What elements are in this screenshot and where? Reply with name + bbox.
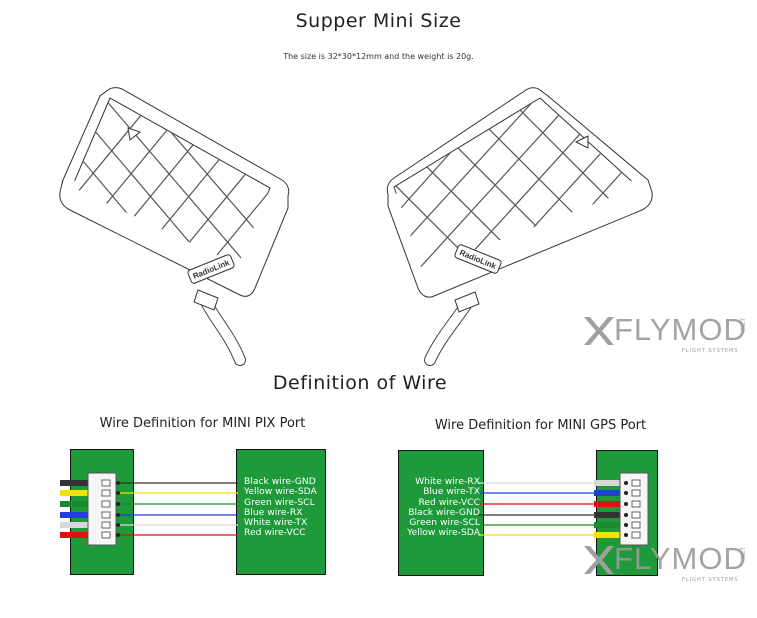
x-logo-icon xyxy=(584,546,614,574)
pix-wire-dot xyxy=(116,502,120,506)
gps-connector-pin xyxy=(631,521,641,529)
pix-wire-label: Yellow wire-SDA xyxy=(244,486,317,498)
watermark-top: FLYMOD FLIGHT SYSTEMS .NET xyxy=(582,312,752,356)
brand-badge-left xyxy=(187,254,235,284)
watermark-tagline: FLIGHT SYSTEMS xyxy=(682,348,739,354)
gps-wire-dot xyxy=(624,513,628,517)
gps-wire-label: Black wire-GND xyxy=(408,506,480,518)
watermark-text: FLYMOD xyxy=(614,541,747,576)
watermark-tagline: FLIGHT SYSTEMS xyxy=(682,577,739,583)
pix-wire-label: Blue wire-RX xyxy=(244,506,303,518)
pix-wire-dot xyxy=(116,513,120,517)
gps-wire-label: Yellow wire-SDA xyxy=(407,527,480,539)
gps-wire-dot xyxy=(624,502,628,506)
gps-wire-label: Blue wire-TX xyxy=(423,486,480,498)
gps-module-illustrations: RadioLink RadioLink xyxy=(59,87,653,366)
watermark-text: FLYMOD xyxy=(614,312,747,347)
gps-connector-pin xyxy=(631,479,641,487)
wire-section-title: Definition of Wire xyxy=(272,372,448,394)
gps-wire-dot xyxy=(624,533,628,537)
pix-port-title: Wire Definition for MINI PIX Port xyxy=(99,416,306,431)
pix-wire-dot xyxy=(116,533,120,537)
gps-connector-pin xyxy=(631,500,641,508)
pix-board-label-side xyxy=(236,449,326,575)
gps-port-title: Wire Definition for MINI GPS Port xyxy=(434,418,647,433)
x-logo-icon xyxy=(584,317,614,345)
gps-connector-pin xyxy=(631,511,641,519)
pix-connector-pin xyxy=(101,531,111,539)
pix-wire-dot xyxy=(116,481,120,485)
pix-connector-pin xyxy=(101,511,111,519)
brand-badge-right xyxy=(454,244,502,274)
pix-connector-pin xyxy=(101,500,111,508)
gps-module-right: RadioLink xyxy=(386,87,653,366)
arrow-icon xyxy=(127,127,142,141)
size-subtitle: The size is 32*30*12mm and the weight is… xyxy=(283,52,474,61)
pix-wire-labels: Black wire-GND Yellow wire-SDA Green wir… xyxy=(244,476,317,539)
gps-connector-pin xyxy=(631,489,641,497)
pix-connector-pin xyxy=(101,521,111,529)
pix-wire-dot xyxy=(116,523,120,527)
gps-wire-dot xyxy=(624,481,628,485)
gps-module-left: RadioLink xyxy=(59,87,290,366)
pix-connector-pin xyxy=(101,479,111,487)
watermark-suffix: .NET xyxy=(740,318,747,332)
gps-wire-label: White wire-RX xyxy=(415,476,480,487)
watermark-bottom: FLYMOD FLIGHT SYSTEMS .NET xyxy=(582,541,752,585)
gps-wire-label: Red wire-VCC xyxy=(418,496,480,508)
page-title: Supper Mini Size xyxy=(295,10,462,32)
arrow-icon xyxy=(574,135,589,149)
pix-wire-label: Green wire-SCL xyxy=(244,496,315,508)
gps-connector-pin xyxy=(631,531,641,539)
watermark-suffix: .NET xyxy=(740,547,747,561)
pix-connector-pin xyxy=(101,489,111,497)
pix-wire-label: Red wire-VCC xyxy=(244,527,306,539)
gps-wire-dot xyxy=(624,523,628,527)
pix-wires xyxy=(60,472,238,546)
gps-wire-dot xyxy=(624,491,628,495)
gps-board-label-side xyxy=(398,450,484,576)
pix-wire-label: White wire-TX xyxy=(244,517,308,529)
pix-wire-label: Black wire-GND xyxy=(244,476,316,487)
pix-wire-dot xyxy=(116,491,120,495)
gps-wire-label: Green wire-SCL xyxy=(409,517,480,529)
gps-wire-labels: White wire-RX Blue wire-TX Red wire-VCC … xyxy=(402,476,480,539)
gps-wires xyxy=(478,472,649,546)
